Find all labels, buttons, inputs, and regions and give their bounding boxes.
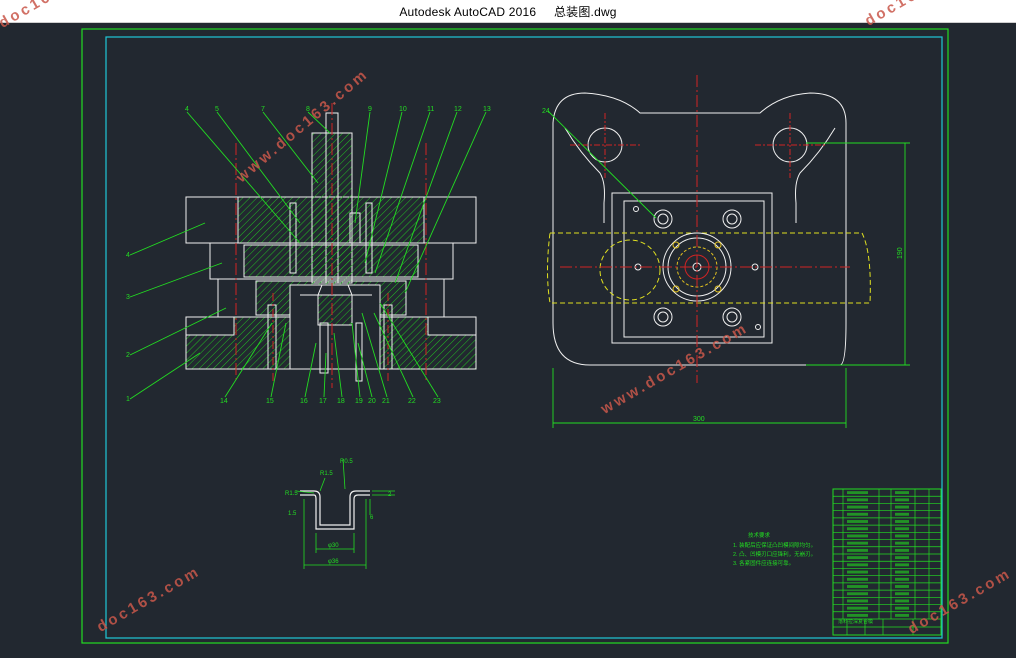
balloon: 20: [368, 398, 376, 405]
bom-cell-text: [847, 606, 868, 610]
svg-text:1. 装配后应保证凸凹模间隙均匀。: 1. 装配后应保证凸凹模间隙均匀。: [733, 541, 816, 549]
svg-text:R1.5: R1.5: [320, 471, 333, 477]
svg-text:2. 凸、凹模刃口应锋利，无崩刃。: 2. 凸、凹模刃口应锋利，无崩刃。: [733, 550, 816, 558]
balloons-left: 4 3 2 1: [126, 252, 130, 403]
inner-border: [105, 36, 943, 639]
bom-cell-text: [847, 613, 868, 617]
balloon: 5: [215, 106, 219, 113]
svg-text:1.5: 1.5: [288, 511, 297, 517]
balloon: 16: [300, 398, 308, 405]
bom-cell-text: [847, 541, 868, 545]
balloons-top: 4 5 7 8 9 10 11 12 13: [185, 106, 491, 113]
balloon: 2: [126, 352, 130, 359]
balloon: 8: [306, 106, 310, 113]
bom-cell-text: [847, 534, 868, 538]
balloon: 1: [126, 396, 130, 403]
plan-view-labels: 300 190 24: [542, 108, 904, 423]
outer-border: [81, 28, 949, 644]
bom-cell-text: [847, 520, 868, 523]
bom-cell-text: [895, 577, 909, 581]
plan-view[interactable]: [547, 75, 911, 428]
svg-text:φ36: φ36: [328, 559, 339, 565]
balloon: 7: [261, 106, 265, 113]
bom-cell-text: [847, 570, 868, 574]
bom-cell-text: [895, 592, 909, 596]
bom-cell-text: [895, 585, 909, 588]
bom-cell-text: [895, 606, 909, 610]
balloon: 23: [433, 398, 441, 405]
bom-cell-text: [895, 527, 909, 531]
part-detail-view[interactable]: [295, 458, 395, 569]
bom-cell-text: [895, 556, 909, 560]
bom-cell-text: [895, 548, 909, 552]
svg-text:R1.5: R1.5: [285, 491, 298, 497]
bom-cell-text: [847, 563, 868, 567]
balloon: 3: [126, 294, 130, 301]
part-detail-labels: R1.5 R0.5 R1.5 1.5 2 6 φ30 φ36: [285, 459, 392, 565]
svg-text:φ30: φ30: [328, 543, 339, 549]
window-title: Autodesk AutoCAD 2016 总装图.dwg: [399, 5, 617, 19]
bom-cell-text: [895, 505, 909, 509]
bom-cell-text: [895, 570, 909, 574]
bom-cell-text: [895, 563, 909, 567]
bom-cell-text: [847, 512, 868, 516]
balloon: 11: [427, 106, 434, 113]
balloon: 22: [408, 398, 416, 405]
bom-cell-text: [847, 505, 868, 509]
balloon: 17: [319, 398, 327, 405]
dimension-width: 300: [693, 416, 705, 423]
balloon: 18: [337, 398, 345, 405]
svg-text:技术要求: 技术要求: [748, 531, 771, 539]
bom-cell-text: [847, 548, 868, 552]
balloon: 9: [368, 106, 372, 113]
bom-cell-text: [847, 592, 868, 596]
balloon: 19: [355, 398, 363, 405]
title-block-name: 落料拉深复合模: [838, 618, 873, 625]
balloon: 15: [266, 398, 274, 405]
title-bar: Autodesk AutoCAD 2016 总装图.dwg: [0, 0, 1016, 23]
bom-cell-text: [895, 512, 909, 516]
svg-text:2: 2: [388, 492, 392, 498]
bom-cell-text: [847, 556, 868, 560]
bom-cell-text: [895, 534, 909, 538]
balloon: 4: [185, 106, 189, 113]
balloon: 12: [454, 106, 462, 113]
assembly-section-view[interactable]: [129, 103, 487, 400]
balloons-bottom: 14 15 16 17 18 19 20 21 22 23: [220, 398, 441, 405]
balloon: 13: [483, 106, 491, 113]
bom-cell-text: [895, 491, 909, 495]
svg-text:6: 6: [370, 515, 374, 521]
bom-cell-text: [847, 599, 868, 603]
svg-text:3. 各紧固件应连接可靠。: 3. 各紧固件应连接可靠。: [733, 559, 794, 567]
bom-cell-text: [895, 541, 909, 545]
bom-cell-text: [847, 491, 868, 495]
dimension-height: 190: [897, 247, 904, 259]
balloon: 4: [126, 252, 130, 259]
balloon: 14: [220, 398, 228, 405]
bom-cell-text: [895, 520, 909, 523]
balloon: 10: [399, 106, 407, 113]
technical-requirements: 技术要求 1. 装配后应保证凸凹模间隙均匀。 2. 凸、凹模刃口应锋利，无崩刃。…: [733, 531, 816, 567]
bom-cell-text: [895, 498, 909, 502]
balloon: 24: [542, 108, 550, 115]
balloon: 21: [382, 398, 390, 405]
bom-table[interactable]: [832, 488, 942, 636]
bom-cell-text: [847, 585, 868, 588]
bom-cell-text: [847, 577, 868, 581]
bom-cell-text: [847, 527, 868, 531]
bom-cell-text: [895, 599, 909, 603]
bom-frame: [832, 488, 942, 636]
svg-text:R0.5: R0.5: [340, 459, 353, 465]
bom-cell-text: [847, 498, 868, 502]
bom-cell-text: [895, 613, 909, 617]
